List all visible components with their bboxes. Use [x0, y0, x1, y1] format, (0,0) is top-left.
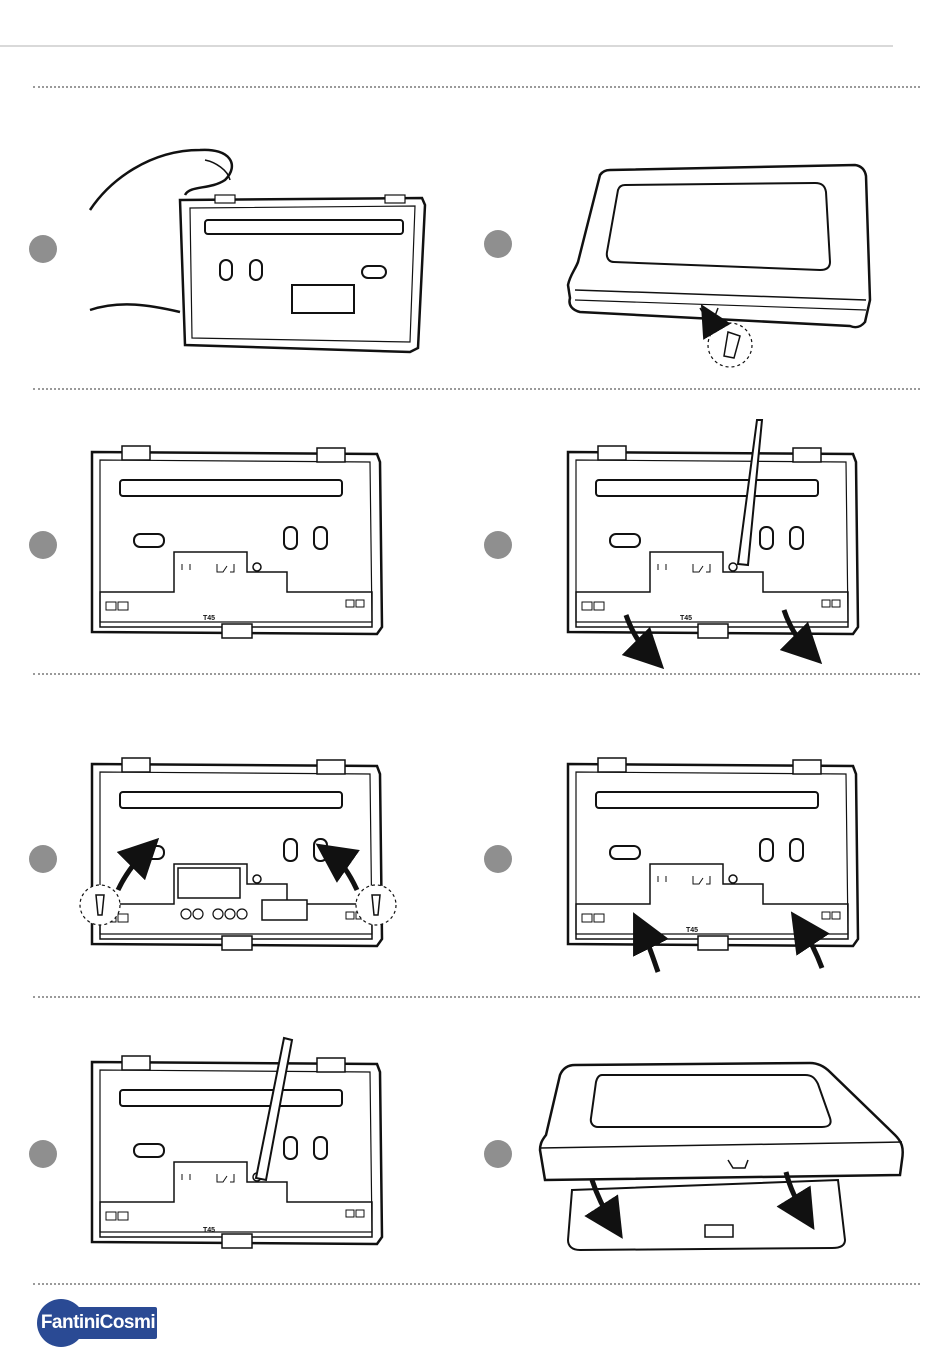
- panel-screw-mounting: [80, 758, 396, 950]
- panel-tighten: T45: [92, 1038, 382, 1248]
- brand-logo: FantiniCosmi: [33, 1298, 163, 1348]
- brand-name: FantiniCosmi: [33, 1298, 163, 1348]
- model-label-1: T45: [203, 615, 215, 622]
- panel-pry-open: T45: [568, 420, 858, 655]
- model-label-3: T45: [686, 927, 698, 934]
- model-label-4: T45: [203, 1227, 215, 1234]
- panel-base-plate: T45: [92, 446, 382, 638]
- panel-release-tab: [568, 165, 870, 367]
- panel-remove-backplate: [90, 150, 425, 352]
- panel-reattach: T45: [568, 758, 858, 972]
- panel-close-cover: [540, 1063, 903, 1250]
- model-label-2: T45: [680, 615, 692, 622]
